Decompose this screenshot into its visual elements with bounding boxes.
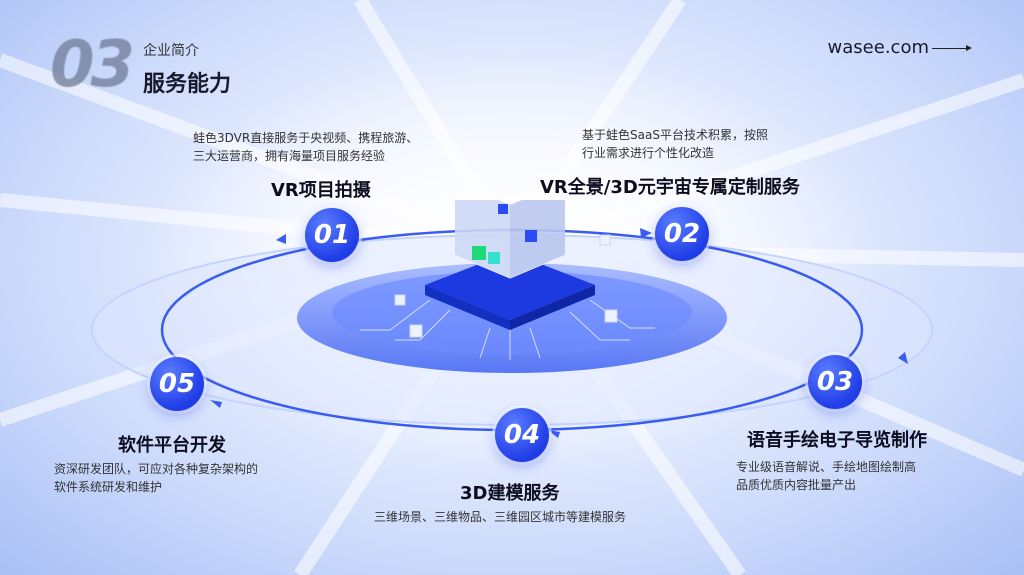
service-04-description: 三维场景、三维物品、三维园区城市等建模服务 [374,510,627,524]
service-01-description: 蛙色3DVR直接服务于央视频、携程旅游、 三大运营商，拥有海量项目服务经验 [193,131,419,163]
brand-link[interactable]: wasee.com [827,37,929,58]
service-05-badge: 05 [150,357,204,411]
section-subtitle: 企业简介 [143,43,199,59]
service-03-badge: 03 [808,355,862,409]
data-cube-chip-icon [360,200,655,360]
service-02-description: 基于蛙色SaaS平台技术积累，按照 行业需求进行个性化改造 [582,128,768,160]
service-05-description: 资深研发团队，可应对各种复杂架构的 软件系统研发和维护 [54,462,259,494]
service-04-title: 3D建模服务 [460,483,560,504]
service-01-title: VR项目拍摄 [271,180,371,201]
page-title: 服务能力 [143,72,232,97]
service-04-badge: 04 [495,408,549,462]
service-02-title: VR全景/3D元宇宙专属定制服务 [540,177,800,198]
section-number: 03 [50,28,135,102]
service-03-title: 语音手绘电子导览制作 [747,430,927,451]
arrow-right-icon [932,45,972,51]
service-01-badge: 01 [305,208,359,262]
service-05-title: 软件平台开发 [118,435,226,456]
service-03-description: 专业级语音解说、手绘地图绘制高 品质优质内容批量产出 [736,460,917,492]
service-02-badge: 02 [655,207,709,261]
